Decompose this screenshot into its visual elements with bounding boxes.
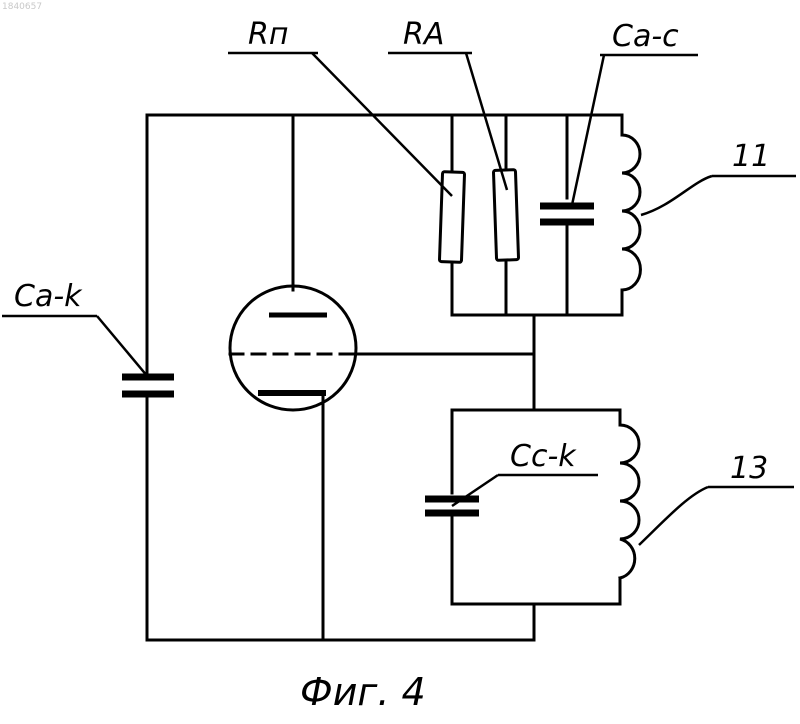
cac-leader bbox=[572, 55, 604, 205]
ref11-leader bbox=[641, 176, 712, 215]
upper-tank bbox=[439, 115, 640, 315]
label-ra: RA bbox=[403, 17, 444, 52]
label-rp: Rп bbox=[248, 17, 288, 52]
label-ref13: 13 bbox=[730, 451, 768, 486]
label-cac: Ca-c bbox=[612, 19, 679, 54]
ra-leader bbox=[466, 53, 507, 190]
labels: Rп RA Ca-c Ca-k 11 Cc-k 13 Фиг. 4 bbox=[2, 17, 796, 714]
inductor-13 bbox=[620, 425, 639, 578]
figure-caption: Фиг. 4 bbox=[300, 670, 426, 714]
label-cck: Cc-k bbox=[510, 439, 577, 474]
label-ref11: 11 bbox=[732, 139, 770, 174]
cak-leader bbox=[97, 316, 148, 377]
capacitor-cak bbox=[122, 375, 174, 395]
inductor-11 bbox=[622, 135, 640, 290]
vacuum-tube bbox=[230, 286, 356, 410]
label-cak: Ca-k bbox=[14, 279, 83, 314]
ref13-leader bbox=[639, 487, 708, 545]
rp-leader bbox=[312, 53, 452, 196]
doc-number: 1840657 bbox=[2, 2, 42, 12]
wiring bbox=[147, 115, 622, 640]
